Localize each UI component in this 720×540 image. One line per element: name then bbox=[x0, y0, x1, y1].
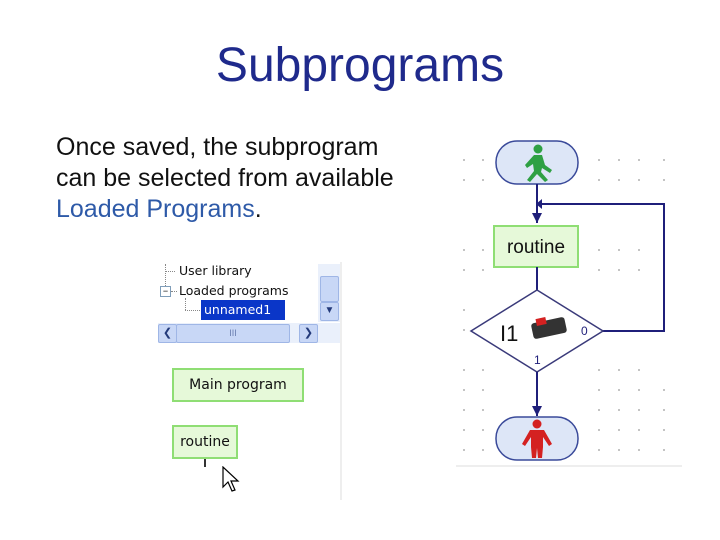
body-line-3: Loaded Programs. bbox=[56, 194, 456, 225]
collapse-icon[interactable]: − bbox=[160, 286, 171, 297]
routine-block[interactable]: routine bbox=[172, 425, 238, 459]
tree-item-user-library[interactable]: User library bbox=[179, 263, 252, 278]
arrow-left-icon bbox=[536, 199, 542, 209]
body-line-2: can be selected from available bbox=[56, 164, 394, 192]
flow-routine-block bbox=[493, 225, 579, 268]
grid-dots bbox=[463, 159, 665, 451]
arrow-down-icon bbox=[532, 213, 542, 223]
tree-item-unnamed1[interactable]: unnamed1 bbox=[201, 300, 285, 320]
horizontal-scroll-thumb[interactable]: III bbox=[176, 324, 290, 343]
mouse-cursor-icon bbox=[222, 466, 240, 492]
arrow-down-icon bbox=[532, 406, 542, 416]
scroll-down-icon[interactable]: ▼ bbox=[320, 302, 339, 321]
slide-title: Subprograms bbox=[215, 39, 505, 92]
input-label: I1 bbox=[500, 321, 518, 346]
vertical-scroll-thumb[interactable] bbox=[320, 276, 339, 302]
branch-1-label: 1 bbox=[534, 353, 541, 367]
branch-0-label: 0 bbox=[581, 324, 588, 338]
scroll-right-icon[interactable]: ❯ bbox=[299, 324, 318, 343]
loop-back-line bbox=[542, 203, 665, 332]
flowchart: routine I1 0 1 bbox=[456, 140, 682, 467]
switch-icon bbox=[531, 317, 567, 339]
loaded-programs-highlight: Loaded Programs bbox=[56, 195, 255, 223]
flow-routine-label: routine bbox=[507, 237, 565, 258]
routine-connector bbox=[204, 459, 206, 467]
panel-divider bbox=[340, 262, 342, 500]
main-program-block[interactable]: Main program bbox=[172, 368, 304, 402]
tree-item-loaded-programs[interactable]: Loaded programs bbox=[179, 283, 289, 298]
body-line-1: Once saved, the subprogram bbox=[56, 133, 379, 161]
scroll-left-icon[interactable]: ❮ bbox=[158, 324, 177, 343]
body-period: . bbox=[254, 195, 262, 223]
stop-figure-icon bbox=[522, 419, 552, 458]
start-walker-icon bbox=[525, 144, 552, 182]
slide-body-text: Once saved, the subprogram can be select… bbox=[56, 132, 456, 225]
